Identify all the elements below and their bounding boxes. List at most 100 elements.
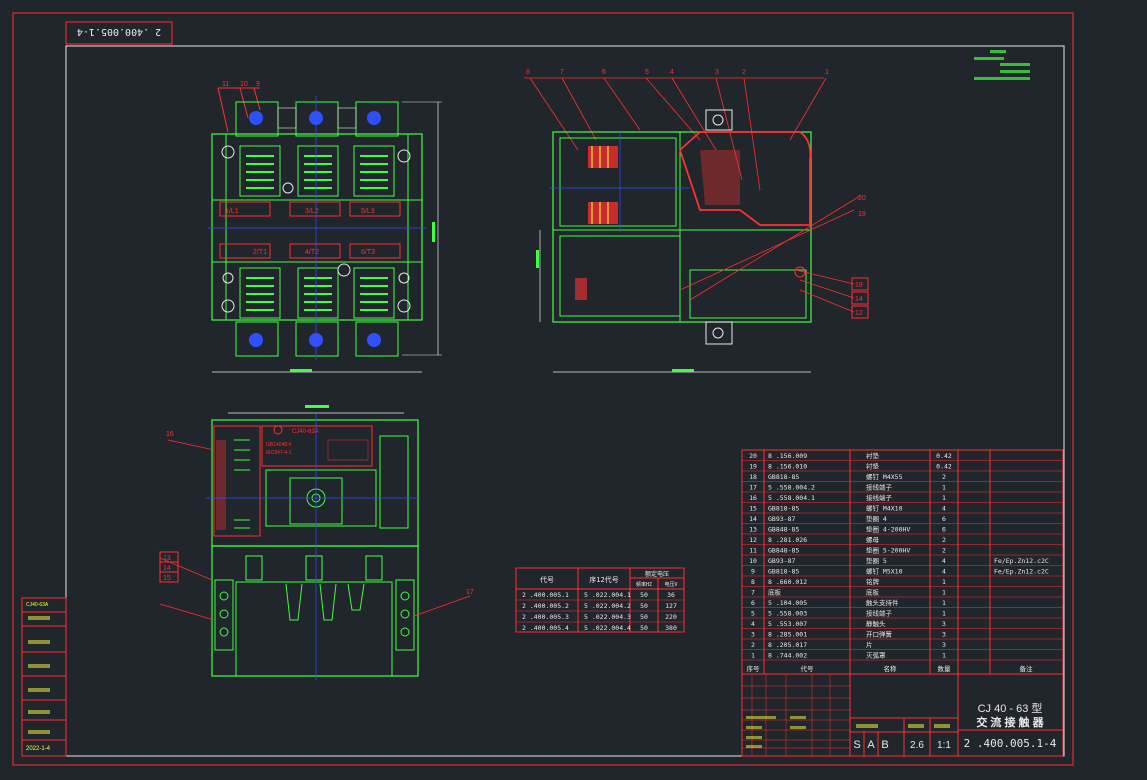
bom-no: 20: [749, 452, 757, 460]
svg-text:2 .400.005.3: 2 .400.005.3: [522, 613, 569, 621]
bom-no: 18: [749, 473, 757, 481]
bom-code: GB93-87: [768, 515, 795, 523]
side-section-view: 8 7 6 5 4 3 2 1 20 19: [524, 69, 869, 373]
bom-name: 接线端子: [866, 483, 893, 492]
svg-text:380: 380: [665, 624, 677, 632]
bom-no: 5: [751, 610, 755, 618]
bom-code: GB818-85: [768, 473, 799, 481]
bom-code: GB848-85: [768, 547, 799, 555]
bom-no: 12: [749, 536, 757, 544]
bom-no: 11: [749, 547, 757, 555]
bottom-balloon-16: 16: [166, 431, 174, 438]
svg-text:2 .400.005.2: 2 .400.005.2: [522, 602, 569, 610]
svg-text:5 .022.004.2: 5 .022.004.2: [584, 602, 631, 610]
bom-note: Fe/Ep.Zn12.c2C: [994, 568, 1049, 576]
bom-qty: 1: [942, 484, 946, 492]
svg-text:50: 50: [640, 624, 648, 632]
svg-text:50: 50: [640, 613, 648, 621]
bom-no: 16: [749, 494, 757, 502]
coil-subheader-freq: 频率HZ: [636, 581, 652, 588]
svg-text:2 .400.005.1: 2 .400.005.1: [522, 591, 569, 599]
svg-text:5 .022.004.4: 5 .022.004.4: [584, 624, 631, 632]
coil-row-1: 2 .400.005.1 5 .022.004.1 50 36: [522, 591, 675, 599]
side-balloon-6: 6: [602, 69, 606, 76]
bom-no: 2: [751, 641, 755, 649]
bom-no: 19: [749, 463, 757, 471]
svg-text:名称: 名称: [884, 664, 898, 673]
bom-qty: 4: [942, 557, 946, 565]
left-strip-top-label: CJ40-63A: [26, 602, 49, 608]
sheet-inner-border: [65, 45, 1065, 757]
coil-voltage-table: 代号 序12代号 额定电压 频率HZ 电压V 2 .400.005.1 5 .0…: [515, 567, 685, 633]
terminal-label-t3: 6/T3: [361, 249, 375, 256]
balloon-11: 11: [222, 81, 229, 88]
side-balloon-20: 20: [858, 195, 866, 202]
svg-text:代号: 代号: [801, 664, 815, 673]
bom-name: 灭弧罩: [866, 651, 886, 660]
terminal-label-t1: 2/T1: [253, 249, 267, 256]
bom-no: 10: [749, 557, 757, 565]
side-balloon-14: 14: [855, 296, 863, 303]
nameplate-model: CJ40-63A: [292, 429, 319, 435]
bom-qty: 3: [942, 641, 946, 649]
bom-qty: 4: [942, 505, 946, 513]
coil-header-code: 代号: [540, 575, 554, 584]
bom-code: 5 .558.004.1: [768, 494, 815, 502]
terminal-label-l3: 5/L3: [361, 208, 375, 215]
nameplate: [261, 425, 373, 467]
bom-qty: 0.42: [936, 452, 952, 460]
terminal-label-t2: 4/T2: [305, 249, 319, 256]
bom-qty: 1: [942, 652, 946, 660]
svg-text:50: 50: [640, 602, 648, 610]
bom-name: 螺母: [866, 535, 880, 544]
side-balloon-12: 12: [855, 310, 863, 317]
scale-value: 1:1: [937, 740, 951, 751]
svg-text:5 .022.004.1: 5 .022.004.1: [584, 591, 631, 599]
balloon-9: 9: [256, 81, 260, 88]
left-revision-strip: CJ40-63A 2022-1-4: [21, 597, 67, 757]
left-strip-date: 2022-1-4: [26, 746, 51, 752]
svg-text:50: 50: [640, 591, 648, 599]
bom-name: 垫圈 4: [866, 514, 887, 523]
bom-no: 17: [749, 484, 757, 492]
bom-qty: 3: [942, 620, 946, 628]
side-balloon-7: 7: [560, 69, 564, 76]
bom-no: 9: [751, 568, 755, 576]
front-view: 1/L1 3/L2 5/L3 2/T1 4/T2 6/T3 11 10 9: [208, 81, 442, 373]
bom-no: 7: [751, 589, 755, 597]
top-drawing-number-box: 2 .400.005.1-4: [65, 21, 173, 45]
scale-letter-a: A: [867, 739, 875, 751]
svg-text:36: 36: [667, 591, 675, 599]
svg-text:备注: 备注: [1020, 664, 1034, 673]
product-title-line2: 交 流 接 触 器: [976, 715, 1044, 729]
top-drawing-number: 2 .400.005.1-4: [77, 26, 161, 37]
side-balloon-5: 5: [645, 69, 649, 76]
bom-name: 衬垫: [866, 462, 880, 471]
title-block: CJ 40 - 63 型 交 流 接 触 器 2 .400.005.1-4 S …: [741, 673, 1064, 757]
coil-row-4: 2 .400.005.4 5 .022.004.4 50 380: [522, 624, 677, 632]
bom-no: 15: [749, 505, 757, 513]
bom-no: 8: [751, 578, 755, 586]
coil-subheader-volt: 电压V: [664, 581, 677, 588]
product-title-line1: CJ 40 - 63 型: [978, 701, 1043, 715]
bom-code: GB848-85: [768, 526, 799, 534]
bom-code: 5 .104.005: [768, 599, 807, 607]
bom-qty: 0.42: [936, 463, 952, 471]
bom-name: 触头支持件: [866, 598, 899, 607]
bom-name: 螺钉 M4X55: [866, 472, 903, 481]
bom-name: 静触头: [866, 619, 886, 628]
bom-code: 5 .558.003: [768, 610, 807, 618]
